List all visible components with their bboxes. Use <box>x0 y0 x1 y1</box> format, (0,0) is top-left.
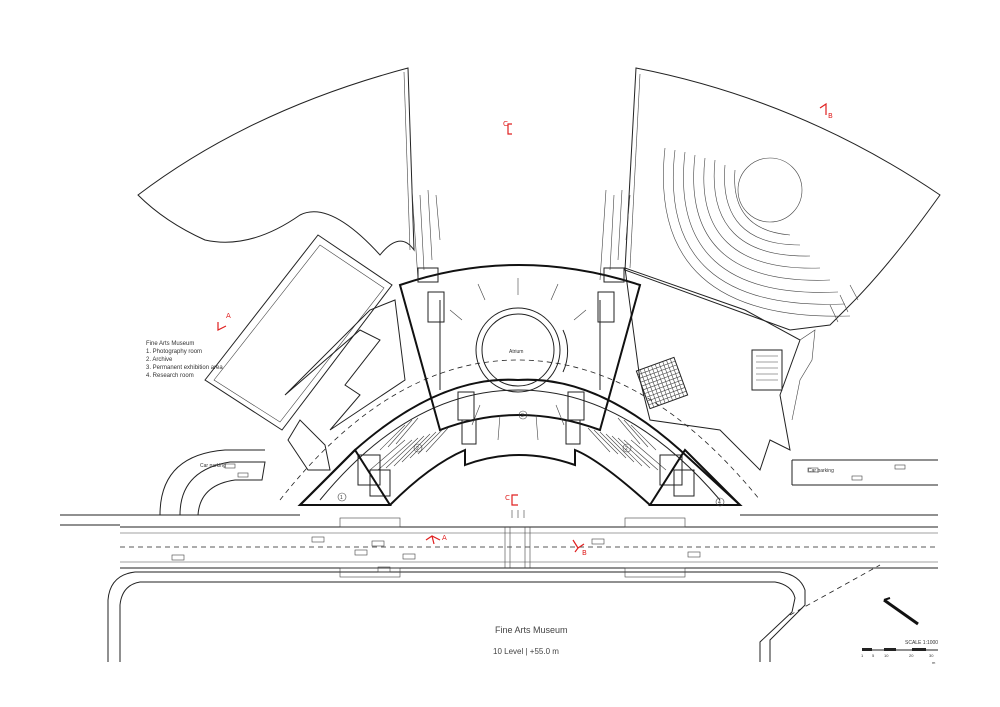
scale-tick-20: 20 <box>909 653 914 658</box>
room-number-2-right: 2 <box>625 446 628 452</box>
section-mark-b-top: B <box>828 112 833 120</box>
section-mark-b-bottom: B <box>582 549 587 557</box>
left-terrace <box>284 299 406 471</box>
legend-item-research: 4. Research room <box>146 373 194 379</box>
scale-tick-5: 5 <box>872 653 875 658</box>
drawing-level: 10 Level | +55.0 m <box>493 647 559 656</box>
atrium-label: Atrium <box>509 349 523 355</box>
legend-item-permanent-exhibition: 3. Permanent exhibition area <box>146 365 223 371</box>
right-wing-outline <box>599 67 941 331</box>
legend-heading: Fine Arts Museum <box>146 341 195 347</box>
car-parking-right-label: Car parking <box>808 468 834 474</box>
scale-label: SCALE 1:1000 <box>905 640 938 646</box>
room-number-1: 1 <box>340 495 343 501</box>
car-parking-left-label: Car parking <box>200 463 226 469</box>
north-arrow-icon <box>883 597 919 626</box>
stair-cores <box>357 267 695 497</box>
section-marks: A A B B C C <box>217 102 833 557</box>
road-network <box>60 449 938 662</box>
section-mark-a-left: A <box>226 312 231 320</box>
scale-tick-30: 30 <box>929 653 934 658</box>
room-legend: Fine Arts Museum 1. Photography room 2. … <box>146 340 223 380</box>
left-wing-outline <box>137 67 441 281</box>
room-number-3: 3 <box>521 413 524 419</box>
legend-item-archive: 2. Archive <box>146 357 173 363</box>
skylight-grid <box>635 356 689 410</box>
legend-item-photography: 1. Photography room <box>146 349 203 355</box>
section-mark-c-top: C <box>503 120 508 128</box>
scale-unit: m <box>932 660 936 665</box>
section-mark-c-bottom: C <box>505 494 510 502</box>
right-tower-block <box>624 267 816 471</box>
room-number-4: 4 <box>718 500 721 506</box>
room-number-markers: 1 2 3 2 4 Atrium <box>337 349 725 507</box>
left-gallery-block <box>204 234 393 431</box>
scale-tick-1: 1 <box>861 653 864 658</box>
section-mark-a-bottom: A <box>442 534 447 542</box>
scale-tick-10: 10 <box>884 653 889 658</box>
drawing-title: Fine Arts Museum <box>495 625 568 635</box>
scale-bar: 1 5 10 20 30 m SCALE 1:1000 <box>861 640 938 665</box>
central-building <box>279 264 761 506</box>
room-number-2-left: 2 <box>416 446 419 452</box>
